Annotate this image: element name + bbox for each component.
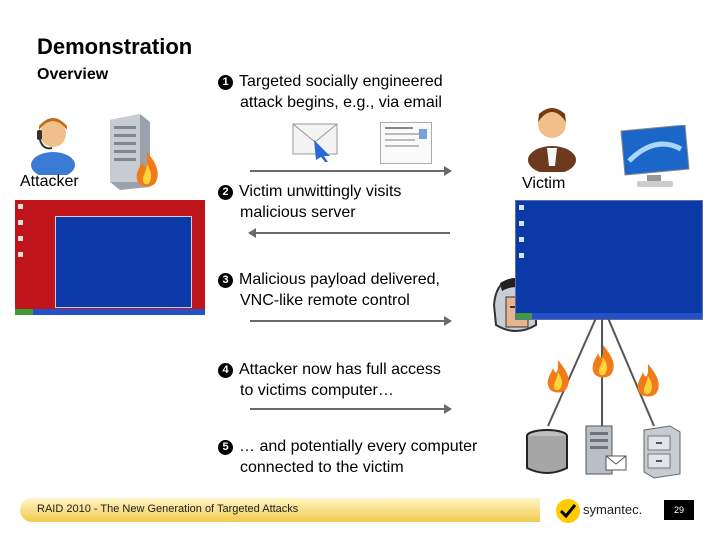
victim-label: Victim: [522, 175, 566, 192]
step-3: 3 Malicious payload delivered, VNC-like r…: [218, 269, 440, 311]
step-3-line1: Malicious payload delivered,: [239, 271, 440, 288]
step-2-line1: Victim unwittingly visits: [239, 183, 402, 200]
step-4-number: 4: [218, 363, 233, 378]
symantec-logo-text: symantec.: [583, 502, 643, 517]
step-3-line2: VNC-like remote control: [240, 292, 410, 309]
server-icon: [110, 114, 150, 190]
footer-bar: [20, 498, 540, 522]
fire-icon: [136, 152, 158, 187]
step-2-line2: malicious server: [240, 204, 356, 221]
step-5-number: 5: [218, 440, 233, 455]
step-2: 2 Victim unwittingly visits malicious ser…: [218, 181, 401, 223]
step-5-line1: … and potentially every computer: [239, 438, 478, 455]
arrow-step-1: [250, 166, 452, 176]
step-1-line1: Targeted socially engineered: [239, 73, 443, 90]
attacker-desktop-screenshot: [15, 200, 205, 315]
slide-subtitle: Overview: [37, 66, 109, 83]
attacker-avatar-icon: [31, 118, 75, 175]
step-3-number: 3: [218, 273, 233, 288]
fire-icon: [592, 345, 614, 378]
email-document-thumbnail: [380, 122, 432, 164]
symantec-logo: symantec.: [555, 497, 655, 525]
attacker-label: Attacker: [20, 173, 79, 190]
step-5-line2: connected to the victim: [240, 459, 404, 476]
arrow-step-2: [248, 228, 450, 238]
footer-text: RAID 2010 - The New Generation of Target…: [37, 503, 299, 515]
mail-server-icon: [585, 425, 627, 475]
arrow-step-3: [250, 316, 452, 326]
fire-icon: [547, 360, 569, 393]
fire-icon: [637, 364, 659, 397]
victim-avatar-icon: [528, 108, 576, 172]
page-number: 29: [664, 500, 694, 520]
step-4-line2: to victims computer…: [240, 382, 394, 399]
monitor-icon: [620, 125, 690, 187]
file-cabinet-icon: [643, 425, 681, 479]
victim-desktop-screenshot: [515, 200, 703, 320]
arrow-step-4: [250, 404, 452, 414]
step-5: 5 … and potentially every computer connec…: [218, 436, 477, 478]
step-1-number: 1: [218, 75, 233, 90]
step-2-number: 2: [218, 185, 233, 200]
step-1: 1 Targeted socially engineered attack beg…: [218, 71, 443, 113]
slide-title: Demonstration: [37, 34, 193, 59]
step-4: 4 Attacker now has full access to victims…: [218, 359, 441, 401]
database-icon: [526, 429, 568, 474]
email-icon: [292, 123, 338, 162]
step-1-line2: attack begins, e.g., via email: [240, 94, 442, 111]
symantec-logo-mark: [556, 499, 580, 523]
step-4-line1: Attacker now has full access: [239, 361, 441, 378]
